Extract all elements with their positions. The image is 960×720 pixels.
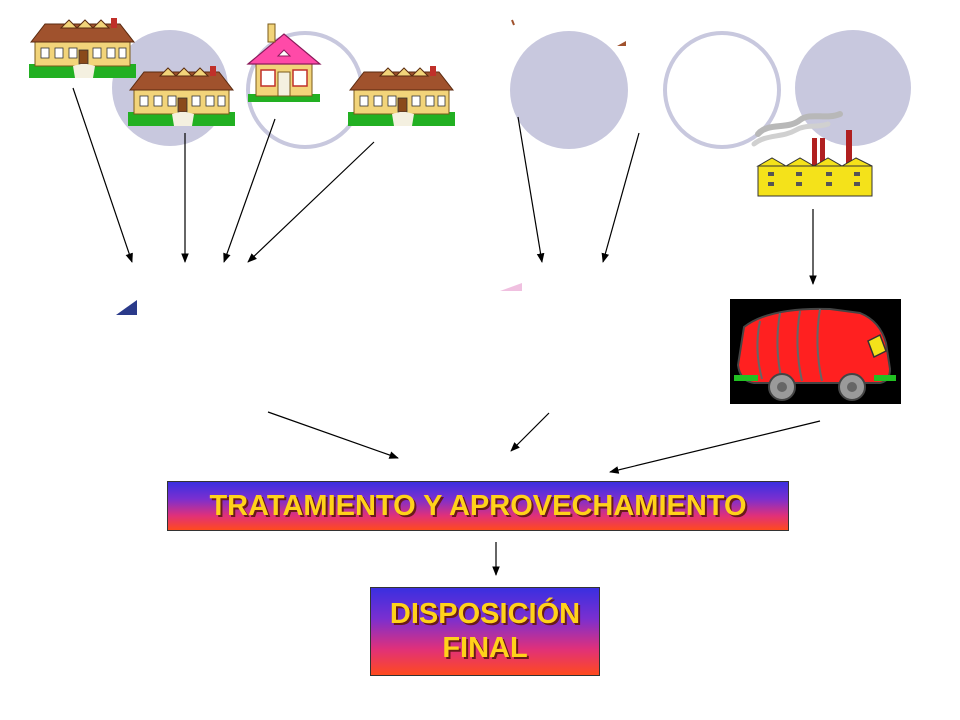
arrow [609, 420, 821, 474]
disposal-label-line2: FINAL [442, 631, 528, 664]
treatment-box: TRATAMIENTO Y APROVECHAMIENTO [167, 481, 789, 531]
house-icon [347, 65, 456, 127]
arrow [223, 118, 276, 263]
decorative-circle [663, 31, 781, 149]
arrow [267, 411, 399, 459]
disposal-label-line1: DISPOSICIÓN [389, 598, 581, 631]
decorative-circle [510, 31, 628, 149]
cottage-icon [246, 23, 322, 102]
decorative-fragment [116, 300, 137, 315]
garbage-truck-icon [730, 299, 901, 404]
treatment-label: TRATAMIENTO Y APROVECHAMIENTO [209, 489, 747, 522]
house-icon [28, 17, 137, 79]
house-icon [127, 65, 236, 127]
arrow [510, 412, 550, 452]
final-disposal-box: DISPOSICIÓN FINAL [370, 587, 600, 676]
decorative-fragment [500, 283, 522, 291]
arrow [247, 141, 375, 263]
factory-icon [751, 111, 873, 197]
arrow [517, 116, 545, 263]
arrow [601, 132, 640, 263]
arrow [72, 87, 133, 263]
decorative-fragment [617, 41, 626, 46]
decorative-fragment [511, 19, 515, 26]
